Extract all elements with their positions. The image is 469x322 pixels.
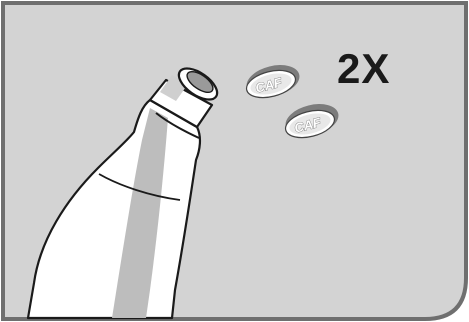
multiplier-label: 2X	[337, 45, 390, 92]
